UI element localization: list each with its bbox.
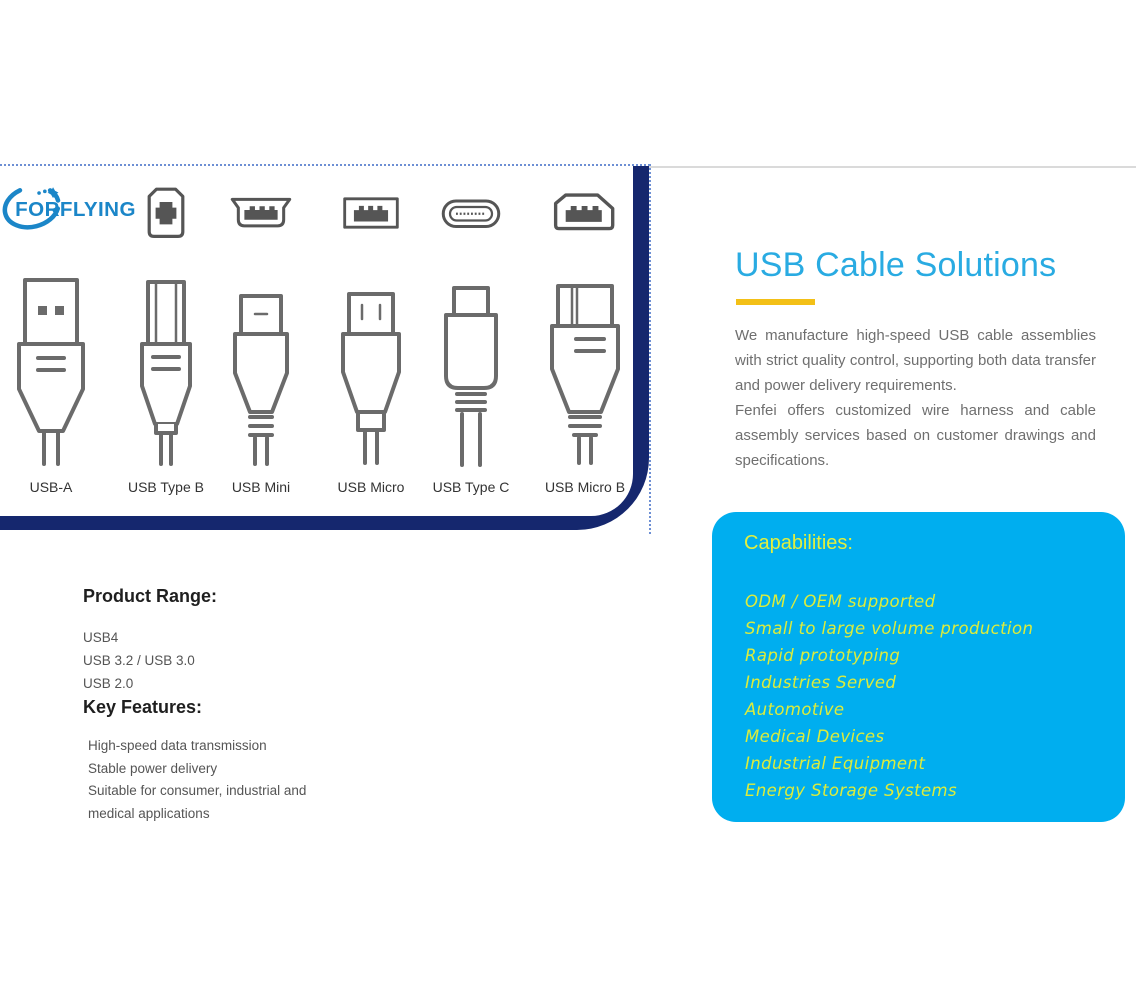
capability-item: Small to large volume production — [745, 619, 1034, 638]
connector-label: USB Type C — [432, 479, 510, 495]
logo-sparkle-icon — [47, 187, 59, 199]
product-range-heading: Product Range: — [83, 586, 218, 606]
connector-column: USB Mini — [206, 166, 316, 516]
logo-swoosh-icon — [2, 184, 61, 230]
usb-type-c-connector-icon — [416, 272, 526, 472]
connector-label: USB Type B — [127, 479, 204, 495]
usb-micro-connector-icon — [316, 272, 426, 472]
usb-mini-face-icon — [230, 197, 292, 228]
intro-paragraphs: We manufacture high-speed USB cable asse… — [735, 323, 1096, 473]
capability-item: Industries Served — [745, 673, 897, 692]
key-feature-item: Stable power delivery — [88, 760, 218, 776]
product-range-item: USB 2.0 — [83, 676, 134, 691]
capability-item: Automotive — [745, 700, 845, 719]
intro-paragraph: Fenfei offers customized wire harness an… — [735, 402, 1096, 469]
product-range-item: USB4 — [83, 630, 119, 645]
connector-column: USB Type C — [416, 166, 526, 516]
connector-column: USB Type B — [111, 166, 221, 516]
capability-item: ODM / OEM supported — [745, 592, 936, 611]
card-selection-dotted-right — [649, 164, 651, 534]
usb-type-b-face-icon — [147, 187, 185, 238]
capability-item: Industrial Equipment — [745, 754, 926, 773]
connector-label: USB-A — [29, 479, 73, 495]
key-feature-item: High-speed data transmission — [88, 738, 267, 753]
usb-type-b-connector-icon — [111, 272, 221, 472]
connector-column: USB Micro — [316, 166, 426, 516]
intro-paragraph: We manufacture high-speed USB cable asse… — [735, 327, 1096, 394]
connector-label: USB Micro B — [544, 479, 626, 495]
usb-micro-b-connector-icon — [530, 272, 640, 472]
connector-column: USB-A — [0, 166, 106, 516]
connector-label: USB Micro — [337, 479, 405, 495]
logo-umlaut-dot — [43, 189, 47, 194]
connector-label: USB Mini — [231, 479, 291, 495]
page-title: USB Cable Solutions — [735, 246, 1057, 284]
usb-mini-connector-icon — [206, 272, 316, 472]
capability-item: Medical Devices — [745, 727, 885, 746]
usb-type-c-face-icon — [441, 199, 501, 228]
product-range-item: USB 3.2 / USB 3.0 — [83, 653, 195, 668]
usb-a-face-icon — [343, 197, 399, 229]
forflying-logo[interactable]: FORFLYING — [2, 180, 142, 234]
connector-column: USB Micro B — [530, 166, 640, 516]
logo-text: FORFLYING — [15, 198, 136, 221]
connector-card-body: FORFLYING USB-A — [0, 166, 633, 516]
key-features-heading: Key Features: — [83, 697, 203, 717]
capabilities-heading: Capabilities: — [744, 532, 853, 554]
key-feature-item: Suitable for consumer, industrial and me… — [88, 783, 307, 821]
connector-card: FORFLYING USB-A — [0, 166, 649, 530]
title-underline — [736, 299, 815, 305]
usb-micro-b-face-icon — [553, 193, 615, 231]
logo-umlaut-dot — [37, 191, 41, 195]
usb-a-connector-icon — [0, 272, 106, 472]
capability-item: Rapid prototyping — [745, 646, 901, 665]
capability-item: Energy Storage Systems — [745, 781, 958, 800]
card-selection-dotted-top — [0, 164, 650, 166]
